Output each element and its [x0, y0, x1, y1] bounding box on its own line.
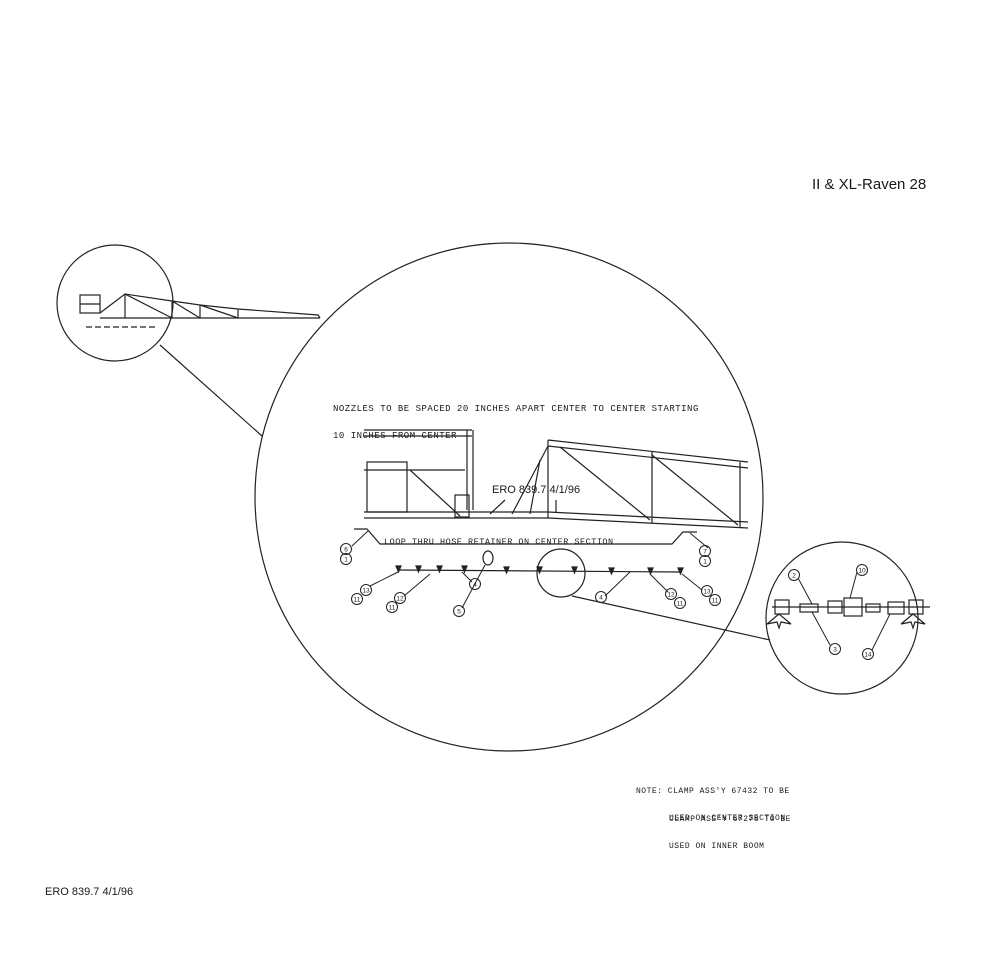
clamp-note-2: CLAMP ASS'Y 67278 TO BE USED ON INNER BO…: [669, 797, 791, 860]
boom-truss: [489, 439, 749, 529]
callout-1: 1: [703, 559, 707, 566]
callout-4: 4: [599, 595, 603, 602]
callout-1: 1: [344, 557, 348, 564]
ero-stamp: ERO 839.7 4/1/96: [492, 484, 581, 496]
page-title: II & XL-Raven 28: [812, 176, 927, 193]
callout-13: 13: [703, 589, 711, 596]
overview-circle: [56, 244, 174, 362]
spacing-note-line1: NOZZLES TO BE SPACED 20 INCHES APART CEN…: [333, 404, 699, 414]
callout-11: 11: [354, 597, 361, 604]
callout-4: 4: [473, 582, 477, 589]
footer-ref: ERO 839.7 4/1/96: [45, 886, 134, 898]
clamp-note-1-line1: NOTE: CLAMP ASS'Y 67432 TO BE: [636, 787, 790, 796]
callout-6: 6: [344, 547, 348, 554]
spacing-note-line2: 10 INCHES FROM CENTER: [333, 431, 457, 441]
clamp-note-2-line2: USED ON INNER BOOM: [669, 842, 765, 851]
main-detail-circle: [254, 242, 764, 752]
spacing-note: NOZZLES TO BE SPACED 20 INCHES APART CEN…: [333, 387, 699, 450]
nozzle-assembly: [766, 597, 930, 630]
callout-2: 2: [792, 573, 796, 580]
clamp-note-1: NOTE: CLAMP ASS'Y 67432 TO BE USED ON CE…: [636, 769, 790, 832]
callout-leaders: [351, 530, 891, 651]
callout-13: 13: [362, 588, 370, 595]
boom-thumbnail: [79, 293, 321, 328]
callout-14: 14: [864, 652, 872, 659]
callout-3: 3: [833, 647, 837, 654]
callout-11: 11: [677, 601, 684, 608]
callout-11: 11: [712, 598, 719, 605]
clamp-note-2-line1: CLAMP ASS'Y 67278 TO BE: [669, 815, 791, 824]
callout-7: 7: [703, 549, 707, 556]
hose-loop: [482, 550, 494, 566]
callout-5: 5: [457, 609, 461, 616]
callout-11: 11: [389, 605, 396, 612]
clamp-note-1-line2: USED ON CENTER SECTION: [669, 814, 786, 823]
nozzle-assembly-circle: [765, 541, 919, 695]
hose-retainer-line: [354, 528, 697, 545]
nozzles: [395, 565, 684, 576]
callout-12: 12: [667, 592, 675, 599]
callout-10: 10: [858, 568, 866, 575]
leader-line-zoom: [571, 595, 771, 641]
center-frame: [364, 429, 548, 519]
callout-numbers: 6 1 7 1 13 11 12 11 4 5 4 12 11 13 11 2 …: [344, 547, 872, 659]
callout-12: 12: [396, 596, 404, 603]
zoom-circle-center: [536, 548, 586, 598]
callout-circles: [340, 543, 874, 660]
loop-note: LOOP THRU HOSE RETAINER ON CENTER SECTIO…: [384, 537, 614, 547]
leader-line-overview: [159, 344, 263, 437]
